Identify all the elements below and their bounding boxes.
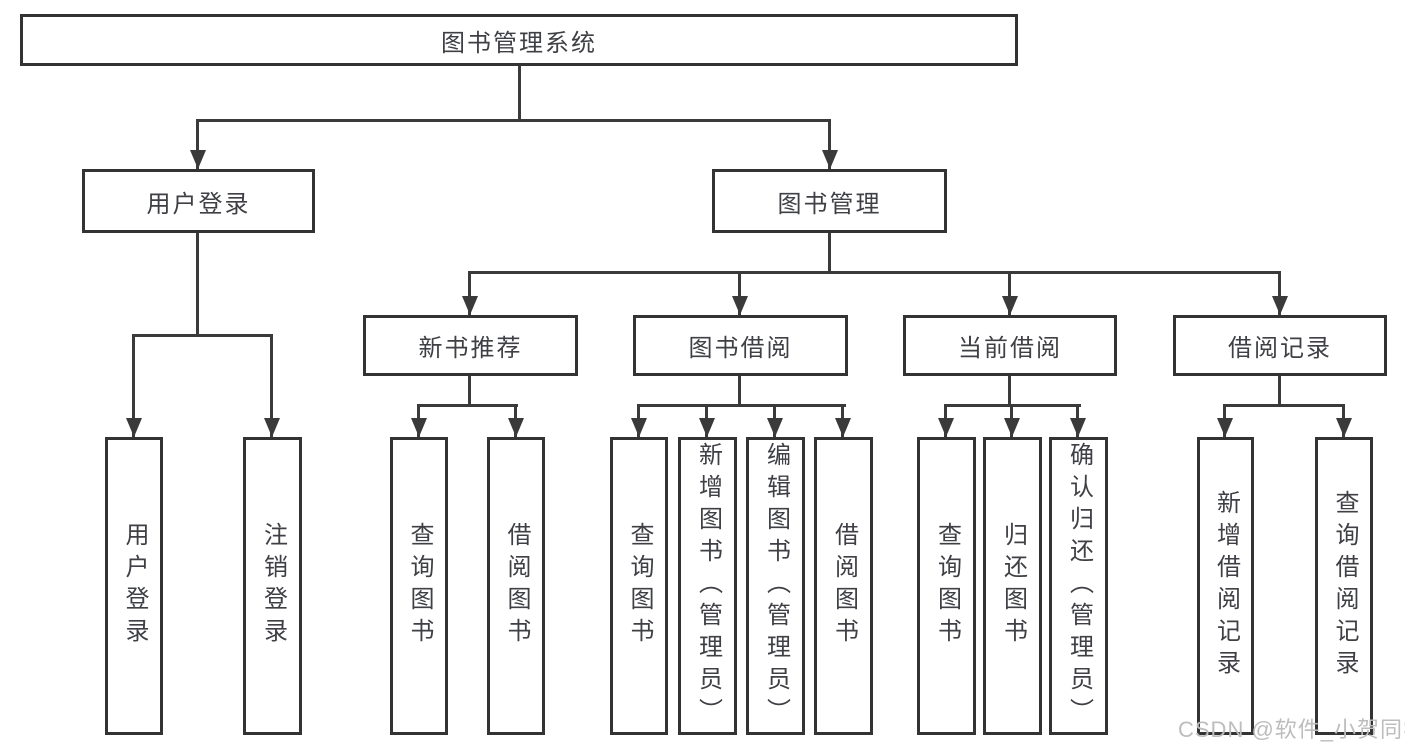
node-label: 查询借阅记录 [1331,490,1358,682]
connector-root-stem [518,66,521,120]
node-label: 查询图书 [933,522,961,650]
leaf-return-books: 归还图书 [983,437,1042,735]
connector-records-stem [1278,376,1281,405]
connector-root-bus [196,119,831,122]
node-borrowing-records: 借阅记录 [1173,315,1387,376]
arrow-to-query-books-1 [417,405,420,437]
arrow-to-user-login [196,120,199,169]
connector-records-bus [1223,404,1345,407]
arrow-to-edit-books-admin [773,405,776,437]
node-label: 借阅图书 [503,522,530,650]
connector-book-mgmt-stem [828,233,831,272]
node-label: 确认归还（管理员） [1065,442,1093,730]
arrow-to-borrow-books-1 [514,405,517,437]
arrow-to-leaf-user-login [132,335,135,437]
leaf-query-books-1: 查询图书 [390,437,448,735]
connector-user-login-bus [132,334,273,337]
node-label: 用户登录 [121,522,148,650]
node-label: 借阅记录 [1228,335,1332,362]
connector-new-book-bus [417,404,518,407]
arrow-to-new-book-recommendation [468,272,471,315]
arrow-to-add-borrow-record [1223,405,1226,437]
node-book-management: 图书管理 [712,169,947,233]
node-label: 图书管理 [777,190,882,218]
node-label: 新增图书（管理员） [694,442,722,730]
leaf-edit-books-admin: 编辑图书（管理员） [746,437,805,735]
arrow-to-confirm-return-admin [1076,405,1079,437]
arrow-to-borrow-books-2 [841,405,844,437]
node-library-management-system: 图书管理系统 [20,14,1018,66]
arrow-to-book-borrowing [738,272,741,315]
connector-current-stem [1008,376,1011,405]
node-label: 图书管理系统 [441,29,597,57]
leaf-logout: 注销登录 [243,437,302,735]
arrow-to-add-books-admin [705,405,708,437]
arrow-to-borrowing-records [1278,272,1281,315]
leaf-borrow-books-2: 借阅图书 [814,437,873,735]
leaf-query-books-2: 查询图书 [610,437,668,735]
node-label: 图书借阅 [688,335,793,362]
node-new-book-recommendation: 新书推荐 [363,315,578,376]
connector-user-login-stem [196,233,199,335]
connector-borrowing-stem [738,376,741,405]
csdn-watermark: CSDN @软件_小贺同学 [1178,717,1405,742]
arrow-to-query-borrow-record [1342,405,1345,437]
node-book-borrowing: 图书借阅 [633,315,848,376]
leaf-borrow-books-1: 借阅图书 [487,437,545,735]
node-label: 新书推荐 [418,335,523,362]
connector-new-book-stem [468,376,471,405]
node-label: 用户登录 [146,190,251,218]
connector-borrowing-bus [637,404,846,407]
node-label: 新增借阅记录 [1212,490,1240,682]
leaf-add-books-admin: 新增图书（管理员） [678,437,737,735]
node-current-borrowing: 当前借阅 [903,315,1117,376]
arrow-to-book-management [828,120,831,169]
node-label: 借阅图书 [830,522,858,650]
node-label: 编辑图书（管理员） [762,442,790,730]
arrow-to-leaf-logout [270,335,273,437]
node-label: 查询图书 [406,522,433,650]
connector-book-mgmt-bus [468,271,1281,274]
leaf-query-books-3: 查询图书 [917,437,976,735]
leaf-user-login: 用户登录 [105,437,163,735]
node-label: 注销登录 [259,522,287,650]
leaf-confirm-return-admin: 确认归还（管理员） [1049,437,1108,735]
arrow-to-current-borrowing [1008,272,1011,315]
arrow-to-query-books-2 [637,405,640,437]
arrow-to-return-books [1010,405,1013,437]
node-user-login: 用户登录 [82,169,315,233]
arrow-to-query-books-3 [944,405,947,437]
leaf-query-borrow-record: 查询借阅记录 [1315,437,1373,735]
node-label: 当前借阅 [958,335,1062,362]
node-label: 查询图书 [626,522,653,650]
leaf-add-borrow-record: 新增借阅记录 [1197,437,1254,735]
node-label: 归还图书 [999,522,1027,650]
